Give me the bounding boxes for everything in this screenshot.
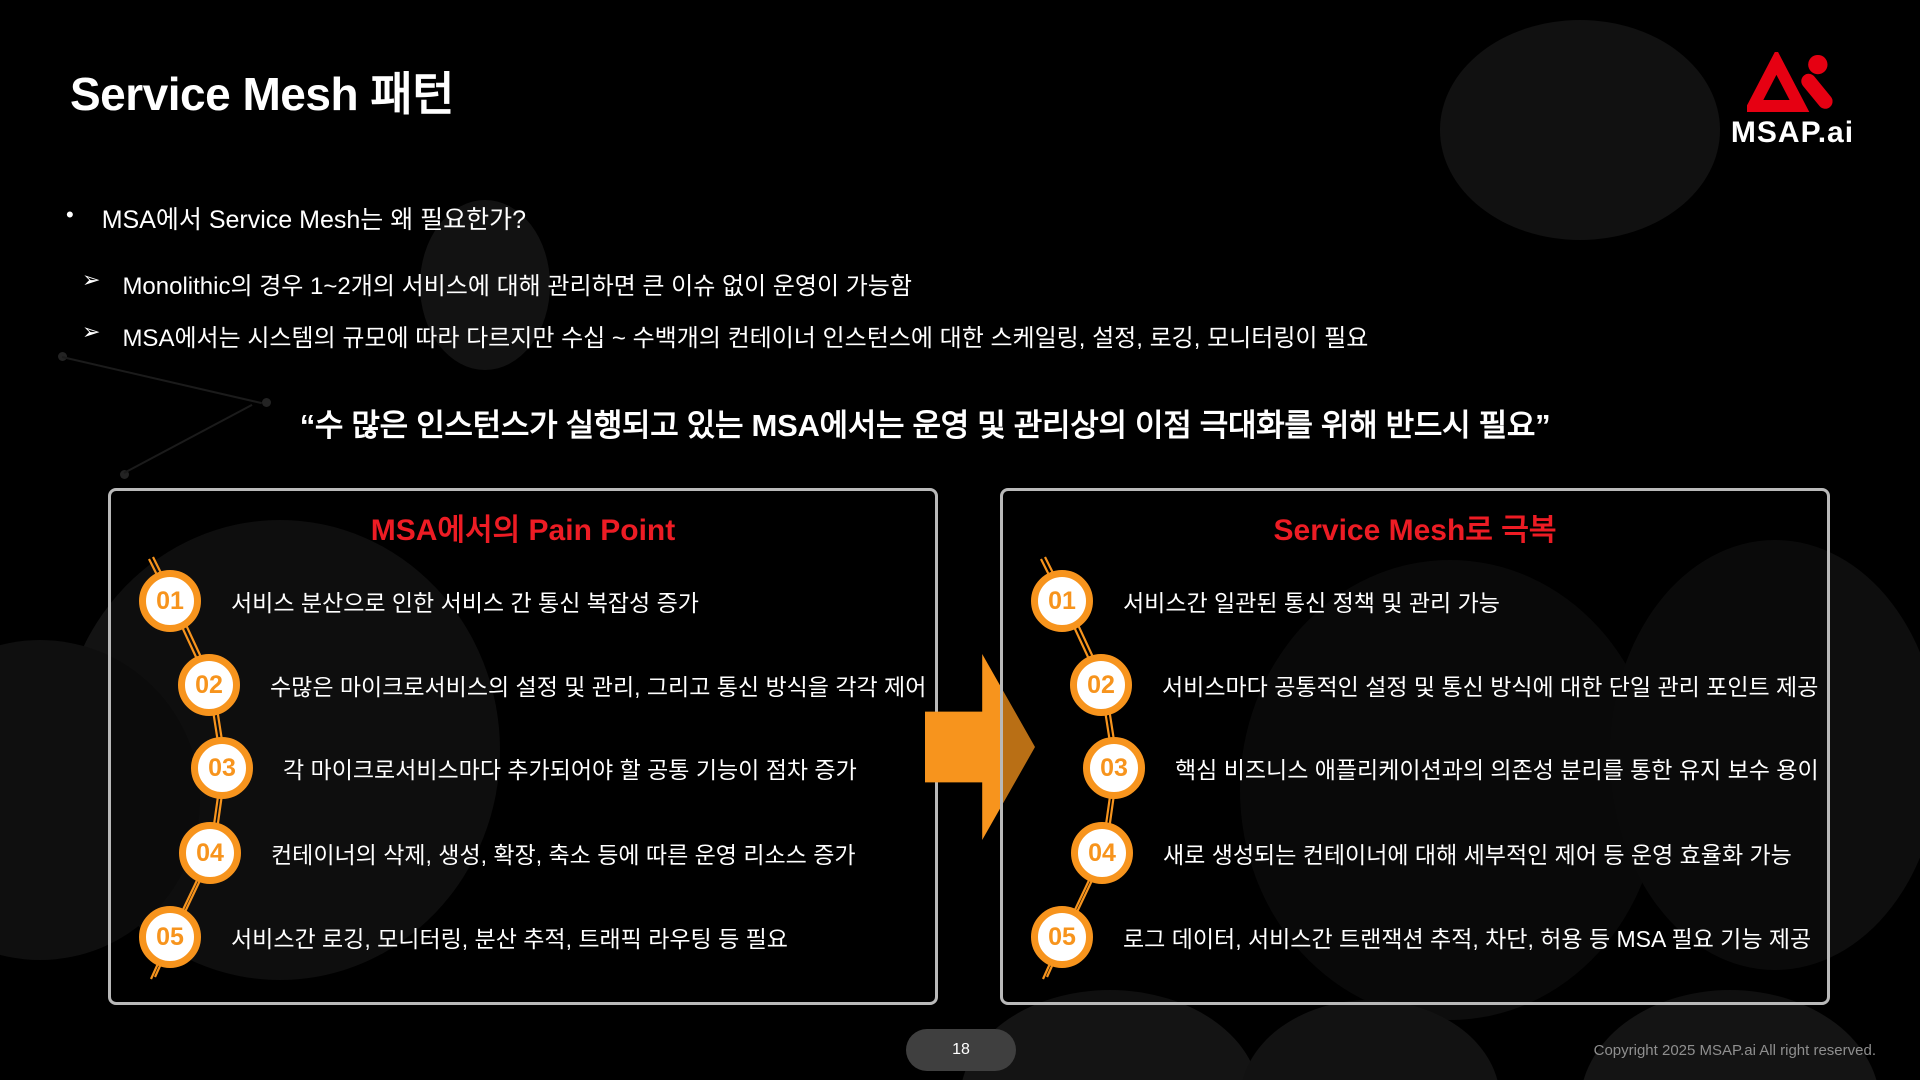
list-item: 01 서비스 분산으로 인한 서비스 간 통신 복잡성 증가 bbox=[139, 570, 699, 632]
arrow-bullet-icon: ➢ bbox=[82, 319, 101, 344]
service-mesh-panel: Service Mesh로 극복 01 서비스간 일관된 통신 정책 및 관리 … bbox=[1000, 488, 1830, 1005]
list-item-text: 서비스마다 공통적인 설정 및 통신 방식에 대한 단일 관리 포인트 제공 bbox=[1162, 674, 1819, 700]
background-dot bbox=[120, 470, 129, 479]
background-blob bbox=[1240, 1000, 1500, 1080]
number-badge: 05 bbox=[1031, 906, 1093, 968]
list-item-text: 수많은 마이크로서비스의 설정 및 관리, 그리고 통신 방식을 각각 제어 bbox=[270, 674, 927, 700]
list-item-text: 서비스간 일관된 통신 정책 및 관리 가능 bbox=[1123, 590, 1500, 616]
background-line bbox=[61, 356, 262, 405]
number-badge: 03 bbox=[191, 737, 253, 799]
arrow-bullet-icon: ➢ bbox=[82, 267, 101, 292]
msap-logo-text: MSAP.ai bbox=[1730, 116, 1855, 149]
page-number-badge: 18 bbox=[906, 1029, 1016, 1071]
list-item: 03 각 마이크로서비스마다 추가되어야 할 공통 기능이 점차 증가 bbox=[191, 737, 857, 799]
list-item: 05 서비스간 로깅, 모니터링, 분산 추적, 트래픽 라우팅 등 필요 bbox=[139, 906, 788, 968]
msap-logo-icon bbox=[1746, 52, 1833, 112]
list-item: 02 수많은 마이크로서비스의 설정 및 관리, 그리고 통신 방식을 각각 제… bbox=[178, 654, 926, 716]
list-item: 05 로그 데이터, 서비스간 트랜잭션 추적, 차단, 허용 등 MSA 필요… bbox=[1031, 906, 1811, 968]
intro-point: ➢ Monolithic의 경우 1~2개의 서비스에 대해 관리하면 큰 이슈… bbox=[82, 266, 912, 301]
msap-logo: MSAP.ai bbox=[1700, 52, 1885, 150]
number-badge: 04 bbox=[1071, 822, 1133, 884]
number-badge: 03 bbox=[1083, 737, 1145, 799]
copyright-text: Copyright 2025 MSAP.ai All right reserve… bbox=[1593, 1042, 1876, 1059]
list-item-text: 서비스간 로깅, 모니터링, 분산 추적, 트래픽 라우팅 등 필요 bbox=[231, 926, 788, 952]
list-item: 04 새로 생성되는 컨테이너에 대해 세부적인 제어 등 운영 효율화 가능 bbox=[1071, 822, 1792, 884]
bullet-icon: • bbox=[66, 202, 74, 227]
background-dot bbox=[262, 398, 271, 407]
number-badge: 01 bbox=[139, 570, 201, 632]
list-item: 03 핵심 비즈니스 애플리케이션과의 의존성 분리를 통한 유지 보수 용이 bbox=[1083, 737, 1819, 799]
list-item: 02 서비스마다 공통적인 설정 및 통신 방식에 대한 단일 관리 포인트 제… bbox=[1070, 654, 1818, 716]
number-badge: 01 bbox=[1031, 570, 1093, 632]
list-item-text: 각 마이크로서비스마다 추가되어야 할 공통 기능이 점차 증가 bbox=[283, 757, 857, 783]
service-mesh-panel-title: Service Mesh로 극복 bbox=[1273, 514, 1557, 547]
number-badge: 02 bbox=[1070, 654, 1132, 716]
intro-point: ➢ MSA에서는 시스템의 규모에 따라 다르지만 수십 ~ 수백개의 컨테이너… bbox=[82, 318, 1368, 353]
intro-point-text: MSA에서는 시스템의 규모에 따라 다르지만 수십 ~ 수백개의 컨테이너 인… bbox=[122, 325, 1369, 352]
intro-question: • MSA에서 Service Mesh는 왜 필요한가? bbox=[66, 200, 526, 236]
list-item: 04 컨테이너의 삭제, 생성, 확장, 축소 등에 따른 운영 리소스 증가 bbox=[179, 822, 856, 884]
slide-title: Service Mesh 패턴 bbox=[70, 68, 454, 120]
number-badge: 04 bbox=[179, 822, 241, 884]
intro-question-text: MSA에서 Service Mesh는 왜 필요한가? bbox=[101, 206, 527, 234]
list-item-text: 컨테이너의 삭제, 생성, 확장, 축소 등에 따른 운영 리소스 증가 bbox=[271, 842, 856, 868]
key-quote: “수 많은 인스턴스가 실행되고 있는 MSA에서는 운영 및 관리상의 이점 … bbox=[299, 408, 1551, 443]
list-item-text: 핵심 비즈니스 애플리케이션과의 의존성 분리를 통한 유지 보수 용이 bbox=[1175, 757, 1819, 783]
background-blob bbox=[1440, 20, 1720, 240]
number-badge: 02 bbox=[178, 654, 240, 716]
list-item-text: 서비스 분산으로 인한 서비스 간 통신 복잡성 증가 bbox=[231, 590, 699, 616]
list-item-text: 새로 생성되는 컨테이너에 대해 세부적인 제어 등 운영 효율화 가능 bbox=[1163, 842, 1792, 868]
pain-point-panel: MSA에서의 Pain Point 01 서비스 분산으로 인한 서비스 간 통… bbox=[108, 488, 938, 1005]
number-badge: 05 bbox=[139, 906, 201, 968]
list-item-text: 로그 데이터, 서비스간 트랜잭션 추적, 차단, 허용 등 MSA 필요 기능… bbox=[1123, 926, 1812, 952]
intro-point-text: Monolithic의 경우 1~2개의 서비스에 대해 관리하면 큰 이슈 없… bbox=[122, 273, 912, 300]
page-number: 18 bbox=[952, 1041, 970, 1058]
list-item: 01 서비스간 일관된 통신 정책 및 관리 가능 bbox=[1031, 570, 1500, 632]
pain-point-panel-title: MSA에서의 Pain Point bbox=[370, 514, 676, 547]
